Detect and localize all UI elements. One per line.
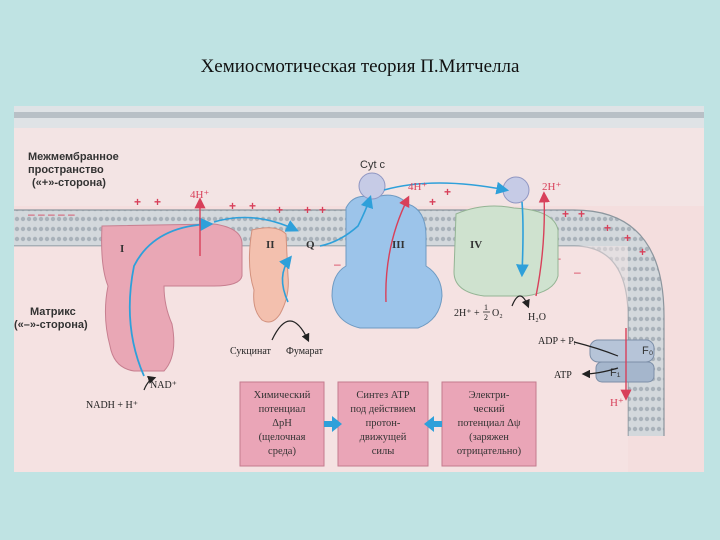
svg-text:+: + (624, 231, 631, 245)
intermembrane-label-3: («+»-сторона) (32, 177, 106, 189)
box3-line5: отрицательно) (457, 446, 522, 457)
proton-arrows: 4H⁺ 4H⁺ 2H⁺ H⁺ (190, 181, 632, 409)
f0-label: F₀ (642, 345, 653, 357)
box2-line3: протон- (366, 418, 401, 429)
complex-4: IV (453, 176, 559, 297)
f1-label: F₁ (610, 367, 621, 379)
svg-text:+: + (429, 195, 436, 209)
svg-text:–: – (334, 257, 341, 271)
box3-line3: потенциал Δψ (458, 418, 521, 429)
oxygen-fraction-num: 1 (484, 303, 488, 312)
intermembrane-space (14, 128, 704, 206)
proton-label-3: 4H⁺ (408, 181, 427, 193)
complex-2-label: II (266, 239, 275, 251)
plus-signs: + + + + + + + + + + + + + + (134, 185, 646, 259)
intermembrane-label-1: Межмембранное (28, 151, 119, 163)
svg-text:+: + (304, 203, 311, 217)
oxygen-equation: 2H⁺ + 1 2 O₂ (454, 303, 503, 322)
svg-text:+: + (562, 207, 569, 221)
outer-membrane-heads (14, 112, 704, 118)
oxygen-left: 2H⁺ + (454, 308, 480, 319)
svg-text:+: + (578, 207, 585, 221)
cytochrome-c-label: Cyt c (360, 159, 386, 171)
box3-line4: (заряжен (469, 432, 509, 443)
complex-4-label: IV (470, 239, 482, 251)
chemiosmotic-diagram: ++ ++ ++ ++ ++ ++ ++ – – – – – –– –– –– … (14, 106, 704, 472)
ubiquinone-q: Q (306, 239, 315, 251)
intermembrane-label-2: пространство (28, 164, 104, 176)
atp-label: ATP (554, 370, 572, 381)
atp-synthase: F₀ F₁ (589, 339, 655, 383)
box3-line1: Электри- (469, 390, 510, 401)
oxygen-fraction-den: 2 (484, 313, 488, 322)
svg-text:+: + (154, 195, 161, 209)
box2-line2: под действием (350, 404, 416, 415)
inner-membrane-outer-edge (14, 209, 665, 436)
matrix-label-1: Матрикс (30, 306, 76, 318)
nad-label: NAD⁺ (150, 380, 177, 391)
nadh-label: NADH + H⁺ (86, 400, 138, 411)
svg-text:+: + (134, 195, 141, 209)
box-chemical-potential: Химический потенциал ΔpH (щелочная среда… (239, 381, 325, 467)
svg-text:+: + (639, 245, 646, 259)
box1-line5: среда) (268, 446, 296, 457)
box1-line3: ΔpH (272, 418, 292, 429)
matrix-label-2: («–»-сторона) (14, 319, 88, 331)
box1-line4: (щелочная (259, 432, 306, 443)
water-label: H₂O (528, 312, 546, 323)
proton-label-1: 4H⁺ (190, 189, 209, 201)
box3-line2: ческий (473, 404, 505, 415)
svg-text:+: + (444, 185, 451, 199)
box-arrows (324, 416, 442, 432)
svg-text:– – – – –: – – – – – (28, 207, 75, 221)
svg-text:–: – (574, 265, 581, 279)
box-atp-synthesis: Синтез АТР под действием протон- движуще… (337, 381, 429, 467)
svg-text:+: + (319, 203, 326, 217)
proton-label-4: 2H⁺ (542, 181, 561, 193)
oxygen-right: O₂ (492, 308, 503, 319)
cytochrome-c: Cyt c (358, 159, 386, 200)
box2-line4: движущей (360, 432, 407, 443)
slide-title: Хемиосмотическая теория П.Митчелла (200, 56, 520, 77)
complex-1-label: I (120, 243, 124, 255)
box2-line1: Синтез АТР (356, 390, 409, 401)
complex-3-label: III (392, 239, 405, 251)
adp-label: ADP + Pᵢ (538, 336, 576, 347)
box-electrical-potential: Электри- ческий потенциал Δψ (заряжен от… (441, 381, 537, 467)
box1-line2: потенциал (259, 404, 306, 415)
complex-3: III (331, 194, 443, 329)
svg-text:+: + (276, 203, 283, 217)
box1-line1: Химический (254, 390, 311, 401)
box2-line5: силы (372, 446, 395, 457)
diagram-svg: ++ ++ ++ ++ ++ ++ ++ – – – – – –– –– –– … (14, 106, 704, 472)
svg-text:+: + (604, 221, 611, 235)
svg-text:+: + (229, 199, 236, 213)
succinate-label: Сукцинат (230, 346, 272, 357)
substrate-arrows (143, 295, 619, 391)
fumarate-label: Фумарат (286, 346, 324, 357)
svg-text:+: + (249, 199, 256, 213)
atp-proton-label: H⁺ (610, 397, 624, 409)
electron-path (128, 181, 529, 377)
inner-membrane (14, 210, 664, 436)
complex-2: II (248, 227, 289, 323)
